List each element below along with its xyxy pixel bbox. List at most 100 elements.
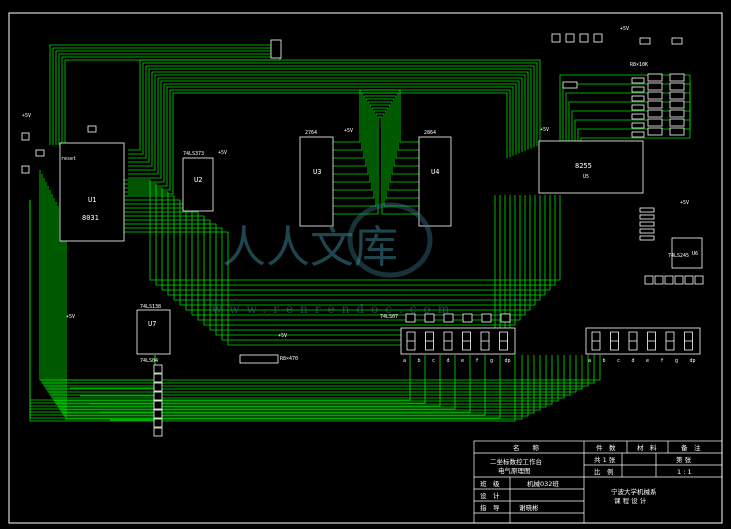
segment-label: d (447, 358, 450, 364)
segment-label: e (646, 358, 649, 364)
watermark-url: www.renrendoc.com (212, 302, 456, 316)
diode (551, 33, 561, 43)
driver-box (500, 313, 511, 323)
data-bus-wire (333, 95, 419, 159)
tb-school-line2: 课 程 设 计 (614, 496, 647, 505)
top-switch (270, 39, 282, 59)
driver-box (443, 313, 454, 323)
top-bus-wire (128, 74, 526, 171)
upper-left-wire (52, 47, 281, 145)
led (647, 100, 663, 109)
watermark-text: 人人文库 (222, 222, 398, 273)
chip-u4-ref: U4 (431, 168, 439, 176)
top-bus-wire (128, 86, 514, 187)
chip-u5: 8255 U5 (538, 140, 644, 194)
top-bus-wire (128, 68, 532, 163)
output-box (654, 275, 664, 285)
connector-pin (153, 391, 163, 401)
segment-label: d (632, 358, 635, 364)
tb-guide-label: 指 导 (480, 503, 500, 512)
resistor (639, 214, 655, 220)
data-bus-wire (333, 98, 419, 167)
segment-label: c (432, 358, 435, 364)
chip-u3-part: 2764 (305, 130, 317, 136)
display-left-digit (425, 331, 434, 351)
tb-material-header: 材 料 (637, 443, 657, 452)
display-left (400, 327, 516, 355)
lower-bus-wire (63, 218, 529, 417)
display-left-digit (462, 331, 471, 351)
chip-u6: 74LS245 U6 (668, 237, 703, 269)
chip-u5-part: 8255 (575, 162, 592, 170)
right-wire (574, 119, 691, 141)
top-bus-wire (128, 65, 535, 159)
data-bus-wire (333, 107, 419, 191)
mid-bus-wire (124, 195, 541, 301)
watermark: 人人文库 www.renrendoc.com (212, 202, 456, 316)
tb-sheets: 共 1 张 (594, 455, 616, 464)
top-bus-wire (128, 83, 517, 183)
tb-scale-label: 比 例 (594, 467, 614, 476)
tb-remark-header: 备 注 (681, 443, 701, 452)
segment-label: b (603, 358, 606, 364)
right-wire (580, 130, 691, 141)
display-driver-label: 74LS07 (380, 314, 398, 320)
mid-bus-wire (124, 183, 556, 286)
mid-bus-wire (124, 195, 511, 331)
resistor (631, 104, 645, 111)
data-bus-wire (333, 92, 419, 151)
upper-left-wire (64, 59, 280, 145)
chip-u1: U1 8031 reset (59, 142, 125, 242)
chip-u3-ref: U3 (313, 168, 321, 176)
lower-bus-wire (43, 178, 589, 387)
resistor (631, 77, 645, 84)
segment-label: g (490, 358, 493, 364)
resistor (639, 37, 651, 45)
display-left-digit (443, 331, 453, 351)
chip-u6-ref: U6 (692, 251, 698, 257)
lower-bus-wire (61, 214, 535, 414)
lower-bus-wire (47, 186, 577, 393)
res-array-label: R8×470 (280, 356, 298, 362)
resistor-array (239, 354, 279, 364)
resistor (669, 109, 685, 118)
lower-bus-wire (53, 198, 559, 402)
tb-name-header: 名 称 (513, 443, 540, 452)
driver-box (481, 313, 492, 323)
mid-bus-wire (124, 195, 521, 321)
top-bus-wire (128, 59, 541, 151)
chip-u2-ref: U2 (194, 176, 202, 184)
segment-label: e (461, 358, 464, 364)
diode (579, 33, 589, 43)
resistor (631, 86, 645, 93)
tb-school-line1: 宁波大学机械系 (611, 487, 657, 496)
segment-label: c (617, 358, 620, 364)
vcc-label-2: +5V (218, 150, 227, 156)
connector-pin (153, 418, 163, 428)
display-right-digit (591, 331, 601, 351)
led (647, 91, 663, 100)
lower-bus-wire (65, 222, 523, 420)
data-bus-wire (333, 101, 419, 175)
drawing-frame (8, 12, 723, 524)
display-right-digit (647, 331, 656, 351)
resistor (669, 91, 685, 100)
chip-u2-part: 74LS373 (183, 151, 204, 157)
resistor (669, 127, 685, 136)
data-bus-wire (333, 110, 419, 199)
mid-bus-wire (124, 187, 551, 291)
resistor (669, 118, 685, 127)
upper-left-wire (61, 56, 281, 145)
chip-u7-sub: 74LS04 (140, 358, 158, 364)
segment-label: a (403, 358, 406, 364)
mid-bus-wire (124, 191, 546, 296)
chip-u6-part: 74LS245 (668, 253, 689, 259)
lower-bus-wire (57, 206, 547, 408)
display-left-digit (480, 331, 490, 351)
right-wire (577, 128, 691, 141)
display-right-digit (665, 331, 675, 351)
led (647, 109, 663, 118)
segment-label: a (588, 358, 591, 364)
